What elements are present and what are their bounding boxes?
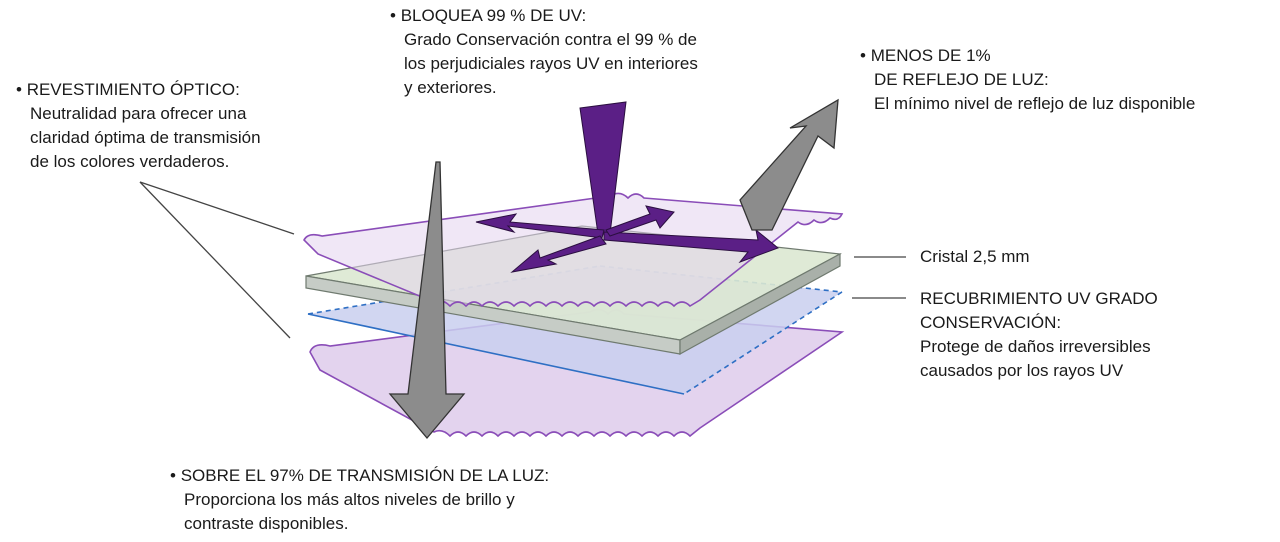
leader-line: [139, 181, 291, 339]
uv-coating-text-2: CONSERVACIÓN:: [920, 313, 1062, 332]
light-transmission-arrow: [388, 161, 466, 440]
uv-coating-edge: [307, 313, 685, 395]
uv-block-heading: BLOQUEA 99 % DE UV:: [390, 4, 698, 28]
reflection-text-2: El mínimo nivel de reflejo de luz dispon…: [874, 94, 1196, 113]
optical-coating-callout: REVESTIMIENTO ÓPTICO: Neutralidad para o…: [16, 78, 261, 174]
uv-block-callout: BLOQUEA 99 % DE UV: Grado Conservación c…: [390, 4, 698, 100]
glass-label: Cristal 2,5 mm: [920, 247, 1030, 266]
reflection-text-1: DE REFLEJO DE LUZ:: [874, 70, 1049, 89]
uv-coating-edge: [683, 291, 843, 395]
uv-coating-text-3: Protege de daños irreversibles: [920, 337, 1151, 356]
uv-coating-callout: RECUBRIMIENTO UV GRADO CONSERVACIÓN: Pro…: [920, 287, 1158, 383]
transmission-heading: SOBRE EL 97% DE TRANSMISIÓN DE LA LUZ:: [170, 464, 549, 488]
uv-deflect-arrow-back-left: [510, 235, 607, 273]
uv-block-text-3: y exteriores.: [404, 78, 497, 97]
uv-coating-text-4: causados por los rayos UV: [920, 361, 1124, 380]
glass-callout: Cristal 2,5 mm: [920, 245, 1030, 269]
reflection-callout: MENOS DE 1% DE REFLEJO DE LUZ: El mínimo…: [860, 44, 1196, 116]
optical-coating-text-3: de los colores verdaderos.: [30, 152, 230, 171]
transmission-text-2: contraste disponibles.: [184, 514, 349, 533]
leader-line: [139, 181, 295, 235]
uv-coating-text-1: RECUBRIMIENTO UV GRADO: [920, 289, 1158, 308]
optical-coating-text-2: claridad óptima de transmisión: [30, 128, 261, 147]
light-reflection-arrow: [739, 98, 839, 231]
uv-deflect-arrow-left: [475, 213, 605, 239]
uv-block-text-2: los perjudiciales rayos UV en interiores: [404, 54, 698, 73]
transmission-text-1: Proporciona los más altos niveles de bri…: [184, 490, 515, 509]
optical-coating-text-1: Neutralidad para ofrecer una: [30, 104, 247, 123]
uv-deflect-arrow-back-right: [605, 205, 675, 237]
transmission-callout: SOBRE EL 97% DE TRANSMISIÓN DE LA LUZ: P…: [170, 464, 549, 536]
optical-coating-heading: REVESTIMIENTO ÓPTICO:: [16, 78, 261, 102]
glass-pane-right-edge: [679, 252, 841, 356]
reflection-heading: MENOS DE 1%: [860, 44, 1195, 68]
uv-deflect-arrow-right: [603, 228, 779, 264]
uv-block-text-1: Grado Conservación contra el 99 % de: [404, 30, 697, 49]
